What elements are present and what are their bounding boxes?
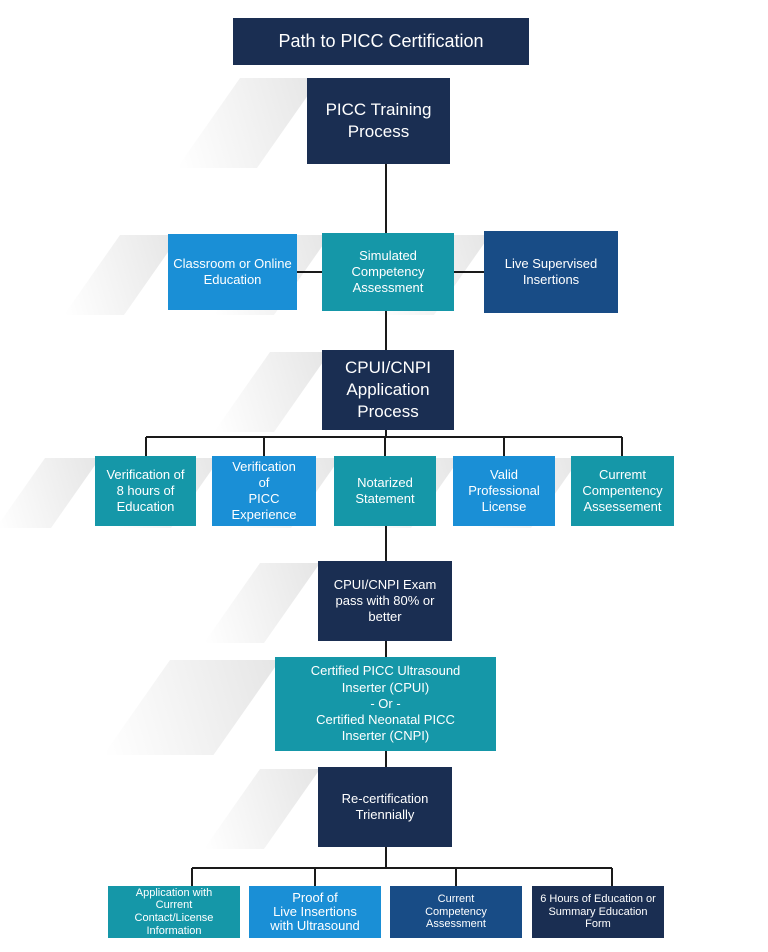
competency-assessment-box: Curremt Compentency Assessement	[571, 456, 674, 526]
box-line: Verification	[232, 458, 296, 474]
box-line: of	[258, 474, 270, 490]
application-process-box: CPUI/CNPI Application Process	[322, 350, 454, 430]
box-line: Compentency	[582, 482, 663, 498]
box-line: Current	[437, 893, 475, 906]
box-line: Inserter (CNPI)	[341, 728, 430, 744]
box-line: 8 hours of	[116, 482, 175, 498]
proof-insertions-box: Proof of Live Insertions with Ultrasound	[249, 886, 381, 938]
box-line: Simulated	[359, 247, 417, 263]
education-verification-box: Verification of 8 hours of Education	[95, 456, 196, 526]
box-line: Education	[116, 499, 175, 515]
certified-box: Certified PICC Ultrasound Inserter (CPUI…	[275, 657, 496, 751]
box-line: Current	[155, 899, 193, 912]
box-line: Process	[357, 402, 419, 422]
box-line: Process	[347, 122, 410, 141]
box-line: Statement	[355, 491, 415, 506]
box-line: CPUI/CNPI	[345, 357, 431, 377]
experience-verification-box: Verification of PICC Experience	[212, 456, 316, 526]
box-line: Live Insertions	[273, 903, 357, 919]
box-line: Verification of	[106, 466, 185, 482]
box-line: Information	[146, 924, 202, 937]
box-line: Proof of	[292, 889, 338, 905]
box-line: better	[368, 609, 402, 625]
box-line: Valid	[490, 466, 518, 482]
box-line: Certified PICC Ultrasound	[310, 663, 461, 679]
live-supervised-box: Live Supervised Insertions	[484, 231, 618, 313]
box-line: Competency	[351, 263, 425, 279]
box-line: Assessement	[583, 499, 662, 515]
application-info-box: Application with Current Contact/License…	[108, 886, 240, 938]
box-line: Inserter (CPUI)	[341, 679, 430, 695]
training-process-box: PICC Training Process	[307, 78, 450, 164]
classroom-education-box: Classroom or Online Education	[168, 234, 297, 310]
box-line: Certified Neonatal PICC	[316, 712, 455, 728]
box-line: pass with 80% or	[335, 592, 435, 608]
box-line: Assessment	[352, 280, 424, 296]
box-line: Education	[203, 272, 262, 287]
professional-license-box: Valid Professional License	[453, 456, 555, 526]
chart-title-text: Path to PICC Certification	[278, 31, 484, 52]
box-line: Competency	[425, 905, 487, 918]
box-line: PICC Experience	[231, 491, 297, 523]
box-line: Classroom or Online	[173, 255, 292, 271]
current-competency-box: Current Competency Assessment	[390, 886, 522, 938]
box-line: CPUI/CNPI Exam	[333, 576, 437, 592]
box-line: Summary Education	[548, 905, 648, 918]
box-line: Form	[585, 918, 611, 931]
box-line: with Ultrasound	[270, 918, 360, 934]
box-line: Triennially	[355, 807, 415, 822]
exam-box: CPUI/CNPI Exam pass with 80% or better	[318, 561, 452, 641]
chart-title: Path to PICC Certification	[233, 18, 529, 65]
box-line: Assessment	[426, 918, 486, 931]
box-line: 6 Hours of Education or	[540, 893, 656, 906]
simulated-assessment-box: Simulated Competency Assessment	[322, 233, 454, 311]
box-line: Curremt	[599, 466, 646, 482]
box-line: License	[481, 499, 527, 515]
box-line: - Or -	[370, 695, 401, 711]
box-line: Application	[346, 379, 430, 399]
box-line: Insertions	[522, 272, 580, 287]
box-line: PICC Training	[325, 99, 432, 119]
box-line: Professional	[468, 482, 540, 498]
box-line: Application with	[135, 886, 213, 899]
box-line: Live Supervised	[504, 255, 598, 271]
box-line: Contact/License	[134, 912, 214, 924]
box-line: Re-certification	[341, 790, 429, 806]
recertification-box: Re-certification Triennially	[318, 767, 452, 847]
box-line: Notarized	[357, 474, 413, 490]
notarized-statement-box: Notarized Statement	[334, 456, 436, 526]
education-hours-box: 6 Hours of Education or Summary Educatio…	[532, 886, 664, 938]
